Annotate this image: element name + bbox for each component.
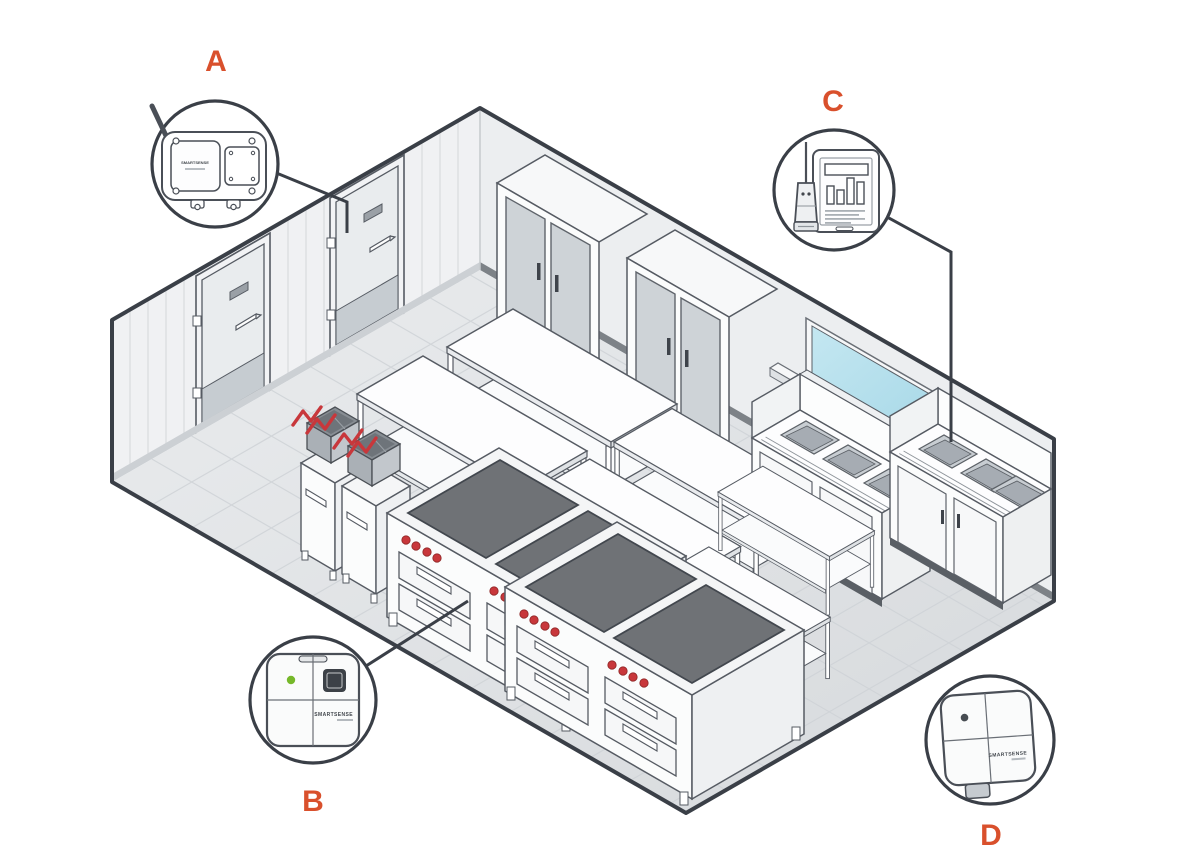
callout-b-letter: B — [302, 785, 324, 818]
screw-icon — [248, 137, 256, 145]
counter-end — [1002, 487, 1052, 605]
callout-b: SMARTSENSE B — [248, 635, 378, 818]
gateway-brand-text: SMARTSENSE — [181, 160, 209, 165]
tablet-home-slot — [835, 226, 854, 231]
wireless-gateway-icon: SMARTSENSE — [149, 103, 267, 211]
bar-chart-icon — [836, 189, 845, 205]
probe-dot — [801, 192, 805, 196]
sensor-seam — [943, 734, 1033, 742]
counter-door-handle — [941, 510, 944, 524]
callout-d-letter: D — [980, 819, 1002, 852]
callout-a-letter: A — [205, 45, 227, 78]
sensor-port — [323, 669, 346, 692]
bar-chart-icon — [856, 181, 865, 205]
counter-door-handle — [957, 514, 960, 528]
screw-icon — [228, 150, 234, 156]
chart-header — [824, 163, 869, 176]
counter-door — [953, 496, 997, 600]
wall-panel-lines — [129, 121, 459, 472]
sensor-brand-text: SMARTSENSE — [988, 750, 1027, 759]
counter-door — [897, 464, 947, 572]
screw-icon — [172, 187, 180, 195]
callout-c-line — [886, 215, 953, 442]
callout-c-letter: C — [822, 85, 844, 118]
tablet-dashboard-icon — [793, 142, 880, 233]
screw-icon — [248, 187, 256, 195]
sensor-probe-connector — [964, 782, 991, 800]
sensor-sub-label — [1011, 757, 1026, 761]
bar-chart-icon — [826, 185, 835, 205]
screw-icon — [250, 176, 256, 182]
screw-icon — [228, 176, 234, 182]
sensor-led — [960, 713, 969, 722]
left-baseboard — [112, 262, 480, 482]
callout-a-line — [273, 170, 349, 233]
sensor-led — [286, 675, 296, 685]
gateway-cover-plate — [224, 146, 260, 186]
screw-icon — [230, 203, 237, 211]
screw-icon — [194, 203, 201, 211]
wireless-sensor-probe-icon: SMARTSENSE — [939, 689, 1037, 800]
screw-icon — [250, 150, 256, 156]
counter-kick — [890, 538, 1003, 610]
callout-c: C — [772, 85, 896, 252]
bar-chart-icon — [846, 177, 855, 205]
sensor-brand-text: SMARTSENSE — [314, 712, 353, 718]
gateway-label-bar — [185, 168, 205, 170]
room-outline — [110, 106, 1056, 815]
tablet-text-lines — [825, 210, 865, 224]
gateway-body — [170, 140, 221, 192]
probe-dot — [807, 192, 811, 196]
sensor-port-inner — [326, 672, 343, 689]
callout-d: SMARTSENSE D — [924, 674, 1056, 852]
callout-a: SMARTSENSE A — [149, 45, 280, 229]
callout-b-line — [365, 599, 469, 668]
left-wall — [112, 108, 480, 482]
gateway-antenna — [149, 103, 171, 143]
sensor-sub-label — [337, 719, 353, 721]
probe-body — [794, 182, 818, 223]
wireless-sensor-icon: SMARTSENSE — [265, 652, 361, 748]
serving-counter-section-2 — [888, 386, 1053, 610]
screw-icon — [172, 137, 180, 145]
